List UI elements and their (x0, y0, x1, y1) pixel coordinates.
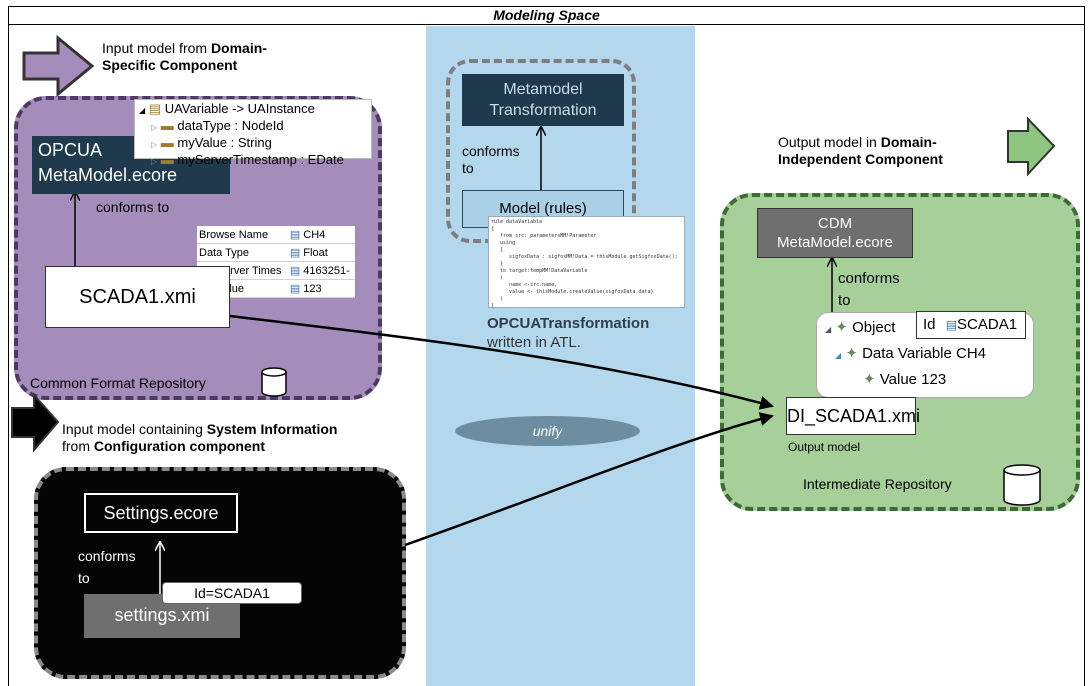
cdm-metamodel-box[interactable]: CDM MetaModel.ecore (757, 208, 913, 258)
output-model-label: Output model (788, 440, 861, 454)
table-row: Data Type▤ Float (197, 243, 355, 262)
id-label: Id (923, 316, 936, 333)
unify-ellipse: unify (455, 416, 640, 446)
atl-code-snippet: rule dataVariable { from src: parameters… (488, 216, 685, 309)
id-property-box: Id ▤SCADA1 (916, 311, 1026, 339)
property-icon: ▤ (945, 318, 958, 332)
modeling-space-title: Modeling Space (8, 6, 1085, 25)
intermediate-repo-icon (1003, 464, 1041, 506)
id-tag: Id=SCADA1 (162, 582, 302, 604)
metamodel-transformation-box[interactable]: Metamodel Transformation (462, 74, 624, 126)
tree-item: ▷ ▬ myValue : String (151, 135, 272, 150)
modeling-space-frame (8, 6, 1085, 686)
metamodel-transformation-line2: Transformation (489, 102, 597, 119)
common-format-repo-label: Common Format Repository (30, 375, 206, 391)
di-scada1-xmi-box[interactable]: DI_SCADA1.xmi (786, 397, 920, 435)
input-domain-caption: Input model from Domain-Specific Compone… (102, 40, 267, 73)
black-block-arrow (11, 392, 60, 453)
cdm-metamodel-line1: CDM (817, 215, 853, 232)
config-caption: Input model containing System Informatio… (62, 421, 338, 454)
id-value: SCADA1 (957, 316, 1018, 333)
tree-item: ▷ ▬ myServerTimestamp : EDate (151, 152, 344, 167)
configuration-region (34, 467, 406, 679)
common-format-repo-icon (261, 367, 287, 397)
green-block-arrow (1007, 116, 1056, 177)
uavariable-tree: ◢ ▤ UAVariable -> UAInstance ▷ ▬ dataTyp… (134, 99, 372, 167)
settings-ecore-box[interactable]: Settings.ecore (84, 493, 238, 533)
cdm-metamodel-line2: MetaModel.ecore (777, 234, 893, 251)
intermediate-repo-label: Intermediate Repository (803, 476, 952, 492)
tree-item: ◢ ✦ Data Variable CH4 (835, 345, 987, 362)
scada1-xmi-box[interactable]: SCADA1.xmi (45, 266, 230, 328)
tree-item: ▷ ▬ dataType : NodeId (151, 118, 284, 133)
opcua-metamodel-line1: OPCUA (38, 140, 103, 160)
tree-item: ✦ Value 123 (863, 371, 947, 388)
opcua-metamodel-line2: MetaModel.ecore (38, 165, 178, 185)
metamodel-transformation-line1: Metamodel (503, 81, 583, 98)
transformation-band (426, 26, 695, 686)
tree-item: ◢ ✦ Object (825, 319, 896, 336)
input-conforms-label: conforms to (96, 199, 170, 215)
purple-block-arrow (22, 34, 95, 98)
tree-item: ◢ ▤ UAVariable -> UAInstance (139, 101, 315, 116)
table-row: Browse Name▤ CH4 (197, 226, 355, 244)
output-caption: Output model in Domain-Independent Compo… (778, 134, 943, 167)
